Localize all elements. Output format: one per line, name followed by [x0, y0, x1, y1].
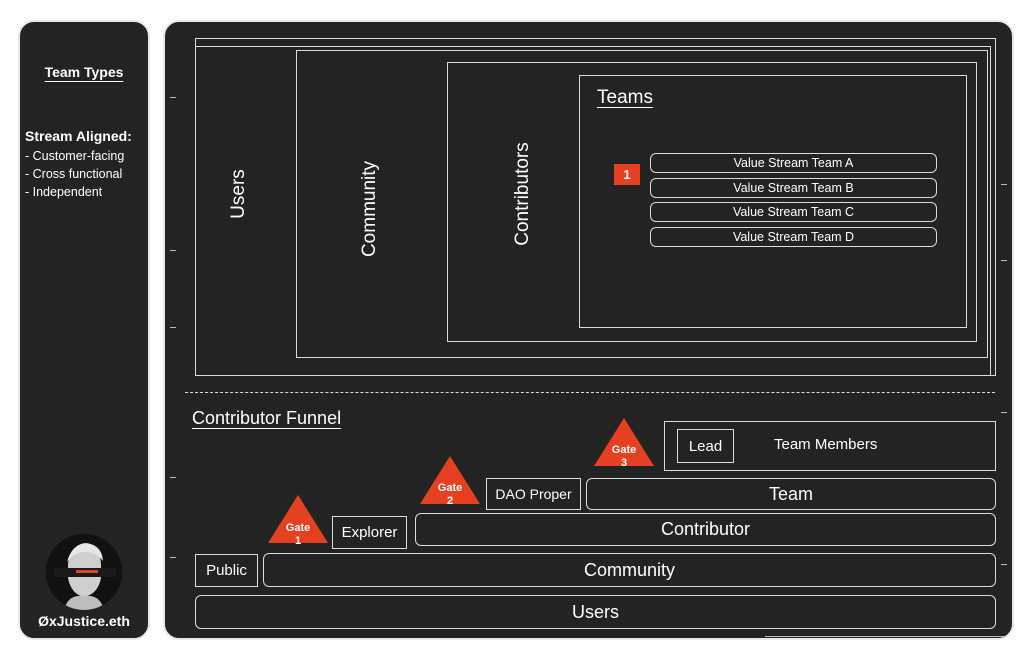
- team-item[interactable]: Value Stream Team C: [650, 202, 937, 222]
- gate-2-label: Gate: [437, 482, 463, 494]
- tick-mark: [1001, 412, 1007, 413]
- teams-title: Teams: [597, 87, 653, 108]
- users-label: Users: [228, 169, 249, 219]
- gate-1-number: 1: [294, 535, 302, 547]
- community-label: Community: [359, 160, 380, 258]
- gate-3-label: Gate: [611, 444, 637, 456]
- users-box-inner: [195, 46, 991, 376]
- public-box[interactable]: Public: [195, 554, 258, 587]
- lead-row: [664, 421, 996, 471]
- users-bar[interactable]: Users: [195, 595, 996, 629]
- contributor-bar[interactable]: Contributor: [415, 513, 996, 546]
- team-badge-1: 1: [614, 164, 640, 185]
- avatar: [46, 534, 122, 610]
- team-bar[interactable]: Team: [586, 478, 996, 510]
- main-panel: Users Community Contributors Teams 1 Val…: [163, 20, 1014, 640]
- funnel-title: Contributor Funnel: [192, 408, 342, 428]
- brand-name: ØxJustice.eth: [38, 613, 130, 629]
- tick-mark: [1001, 184, 1007, 185]
- statue-head-icon: [46, 534, 122, 610]
- gate-2-number: 2: [446, 495, 454, 507]
- team-item[interactable]: Value Stream Team B: [650, 178, 937, 198]
- tick-mark: [1001, 260, 1007, 261]
- lead-box[interactable]: Lead: [677, 429, 734, 463]
- gate-3-triangle: [594, 418, 654, 466]
- sidebar-heading: Team Types: [44, 64, 124, 80]
- dao-proper-box[interactable]: DAO Proper: [486, 478, 581, 510]
- tick-mark: [170, 477, 176, 478]
- sidebar-item: - Customer-facing: [25, 149, 125, 163]
- explorer-box[interactable]: Explorer: [332, 516, 407, 549]
- tick-mark: [170, 250, 176, 251]
- team-members-label: Team Members: [774, 436, 878, 453]
- community-box: [296, 50, 988, 358]
- tick-mark: [170, 327, 176, 328]
- contributors-label: Contributors: [512, 142, 533, 246]
- tick-mark: [1001, 564, 1007, 565]
- community-bar[interactable]: Community: [263, 553, 996, 587]
- sidebar-item: - Cross functional: [25, 167, 123, 181]
- sidebar-item: - Independent: [25, 185, 103, 199]
- bottom-rule: [765, 636, 1005, 637]
- team-item[interactable]: Value Stream Team D: [650, 227, 937, 247]
- section-divider: [185, 392, 995, 393]
- gate-1-label: Gate: [285, 522, 311, 534]
- gate-3-number: 3: [620, 457, 628, 469]
- teams-box: [579, 75, 967, 328]
- sidebar-panel: Team Types Stream Aligned: - Customer-fa…: [18, 20, 150, 640]
- gate-1-triangle: [268, 495, 328, 543]
- tick-mark: [170, 97, 176, 98]
- contributors-box: [447, 62, 977, 342]
- team-item[interactable]: Value Stream Team A: [650, 153, 937, 173]
- stream-aligned-label: Stream Aligned:: [25, 128, 132, 144]
- gate-2-triangle: [420, 456, 480, 504]
- tick-mark: [170, 557, 176, 558]
